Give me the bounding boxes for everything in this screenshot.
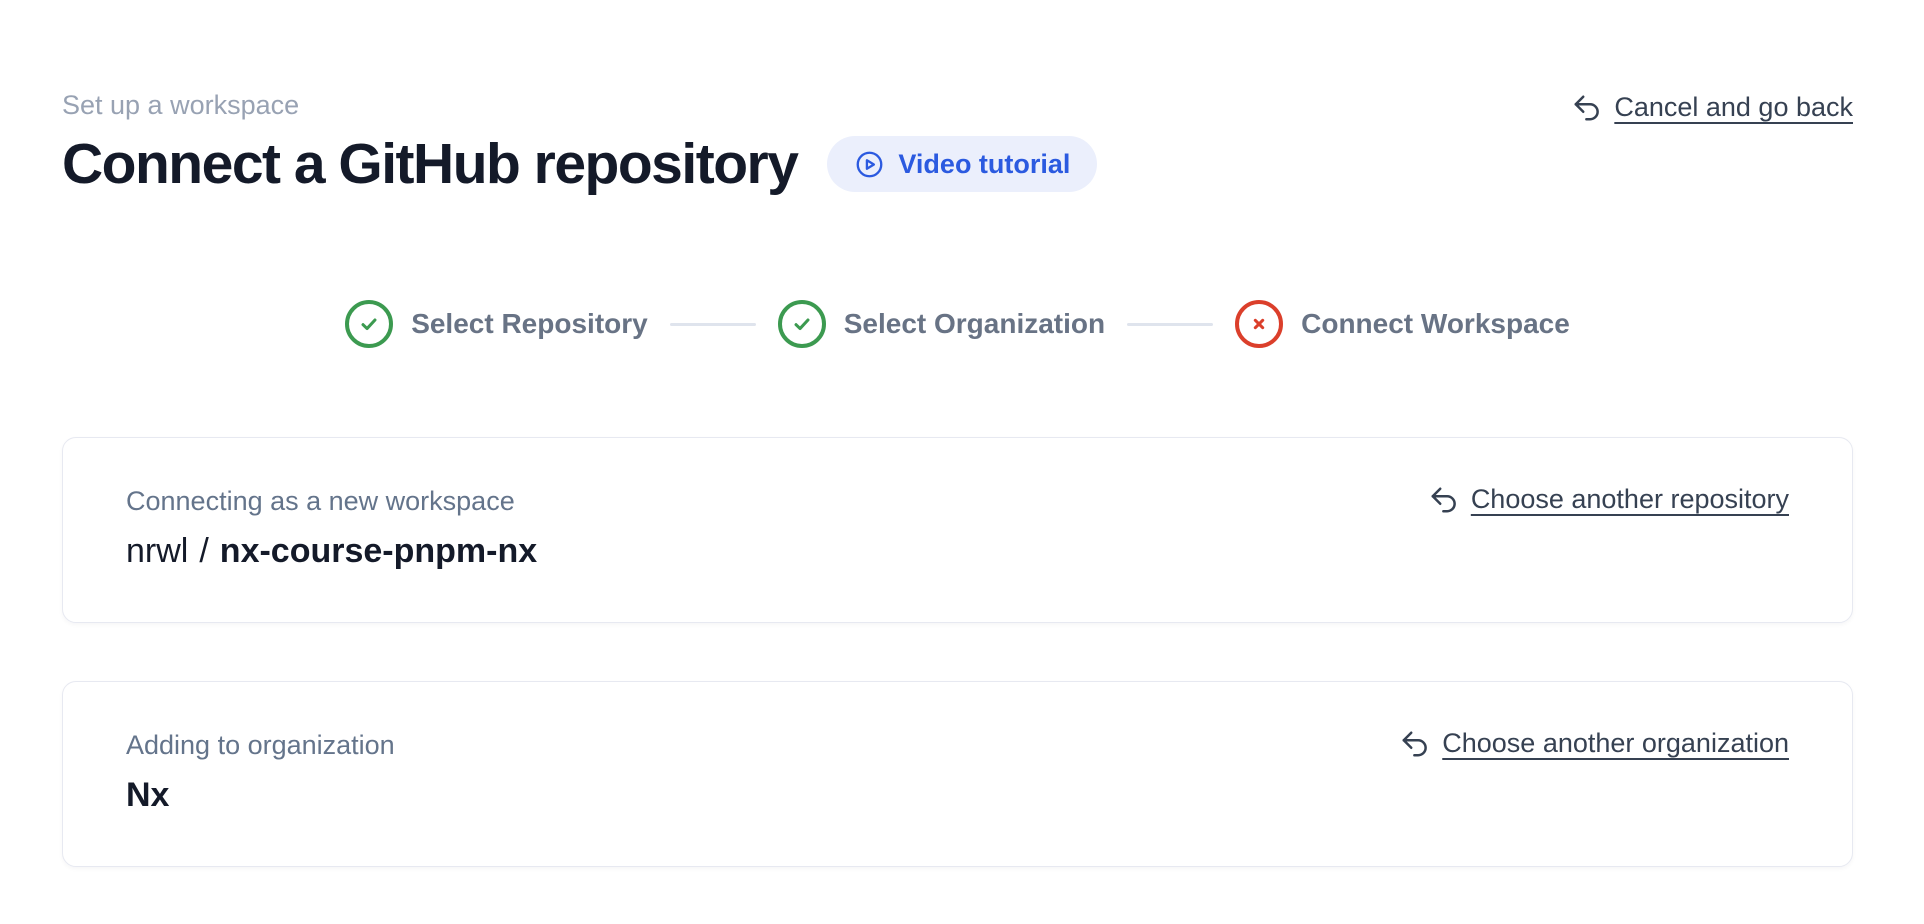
repo-owner: nrwl bbox=[126, 532, 189, 570]
choose-another-repository-label: Choose another repository bbox=[1470, 484, 1789, 514]
organization-name-value: Nx bbox=[126, 776, 170, 814]
page-header: Set up a workspace Connect a GitHub repo… bbox=[62, 88, 1853, 196]
repository-card-label: Connecting as a new workspace bbox=[126, 486, 515, 516]
choose-another-repository-link[interactable]: Choose another repository bbox=[1429, 484, 1789, 515]
undo-arrow-icon bbox=[1429, 485, 1459, 515]
organization-card-label: Adding to organization bbox=[126, 730, 395, 760]
repo-separator: / bbox=[199, 532, 209, 570]
cancel-and-go-back-label: Cancel and go back bbox=[1614, 92, 1853, 122]
undo-arrow-icon bbox=[1400, 729, 1430, 759]
x-circle-icon bbox=[1235, 300, 1284, 348]
step-connector bbox=[1127, 322, 1214, 326]
play-circle-icon bbox=[854, 149, 885, 180]
repository-full-name: nrwl / nx-course-pnpm-nx bbox=[126, 530, 537, 572]
video-tutorial-label: Video tutorial bbox=[898, 148, 1071, 179]
organization-card-text: Adding to organization Nx bbox=[126, 728, 395, 816]
step-label: Connect Workspace bbox=[1301, 308, 1570, 339]
eyebrow: Set up a workspace bbox=[62, 90, 300, 120]
header-titles: Set up a workspace Connect a GitHub repo… bbox=[62, 88, 1098, 196]
choose-another-organization-link[interactable]: Choose another organization bbox=[1400, 728, 1789, 759]
step-connector bbox=[669, 322, 756, 326]
organization-card: Adding to organization Nx Choose another… bbox=[62, 681, 1853, 867]
step-label: Select Organization bbox=[843, 308, 1106, 339]
title-row: Connect a GitHub repository Video tutori… bbox=[62, 132, 1098, 196]
repository-card: Connecting as a new workspace nrwl / nx-co… bbox=[62, 437, 1853, 623]
organization-name: Nx bbox=[126, 774, 395, 816]
choose-another-organization-label: Choose another organization bbox=[1442, 728, 1789, 758]
cancel-and-go-back-link[interactable]: Cancel and go back bbox=[1572, 92, 1853, 123]
check-circle-icon bbox=[777, 300, 826, 348]
repo-name: nx-course-pnpm-nx bbox=[219, 532, 538, 570]
step-select-organization: Select Organization bbox=[777, 300, 1106, 348]
repository-card-text: Connecting as a new workspace nrwl / nx-co… bbox=[126, 484, 537, 572]
undo-arrow-icon bbox=[1572, 93, 1602, 123]
step-label: Select Repository bbox=[411, 308, 648, 339]
setup-stepper: Select Repository Select Organization Co… bbox=[62, 300, 1853, 348]
page-title: Connect a GitHub repository bbox=[62, 132, 799, 196]
step-select-repository: Select Repository bbox=[345, 300, 648, 348]
check-circle-icon bbox=[345, 300, 394, 348]
step-connect-workspace: Connect Workspace bbox=[1235, 300, 1570, 348]
video-tutorial-button[interactable]: Video tutorial bbox=[827, 136, 1098, 192]
